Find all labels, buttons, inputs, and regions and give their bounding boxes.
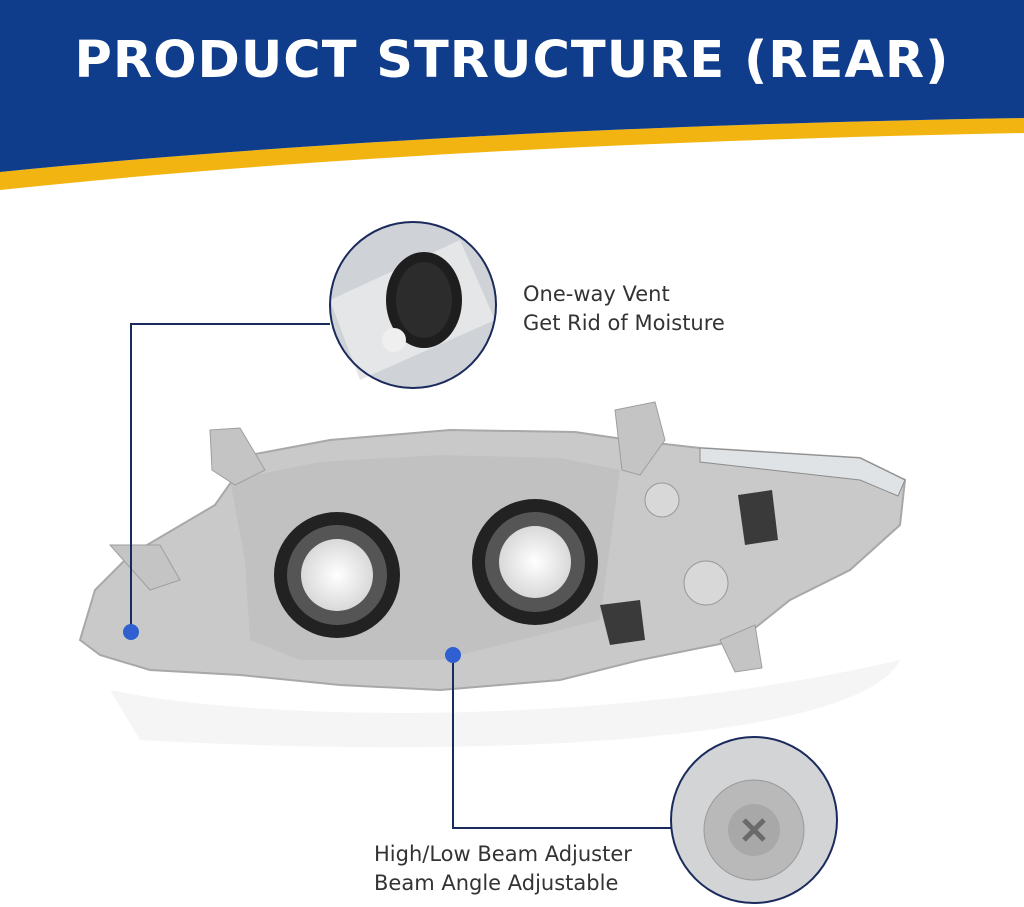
- vent-leader-line: [130, 323, 330, 632]
- header-banner: [0, 0, 1024, 190]
- high-beam-socket: [472, 499, 598, 625]
- header-stripe: [0, 118, 1024, 190]
- vent-zoom-circle: [329, 221, 497, 389]
- header-background: [0, 0, 1024, 172]
- adjuster-leader-line: [452, 655, 672, 829]
- adjuster-callout-subtitle: Beam Angle Adjustable: [374, 871, 619, 895]
- small-socket: [644, 482, 680, 518]
- adjuster-callout-title: High/Low Beam Adjuster: [374, 842, 632, 866]
- turn-signal-socket: [683, 560, 729, 606]
- vent-callout-title: One-way Vent: [523, 282, 670, 306]
- lower-vent-cap: [600, 600, 645, 645]
- vent-marker-dot: [123, 624, 139, 640]
- vent-cap: [738, 490, 778, 545]
- vent-callout-text: One-way Vent Get Rid of Moisture: [523, 280, 725, 338]
- vent-callout-subtitle: Get Rid of Moisture: [523, 311, 725, 335]
- adjuster-marker-dot: [445, 647, 461, 663]
- low-beam-socket: [274, 512, 400, 638]
- adjuster-callout-text: High/Low Beam Adjuster Beam Angle Adjust…: [374, 840, 632, 898]
- page-title: PRODUCT STRUCTURE (REAR): [74, 31, 950, 90]
- adjuster-zoom-circle: [670, 736, 838, 904]
- floor-reflection: [110, 660, 900, 748]
